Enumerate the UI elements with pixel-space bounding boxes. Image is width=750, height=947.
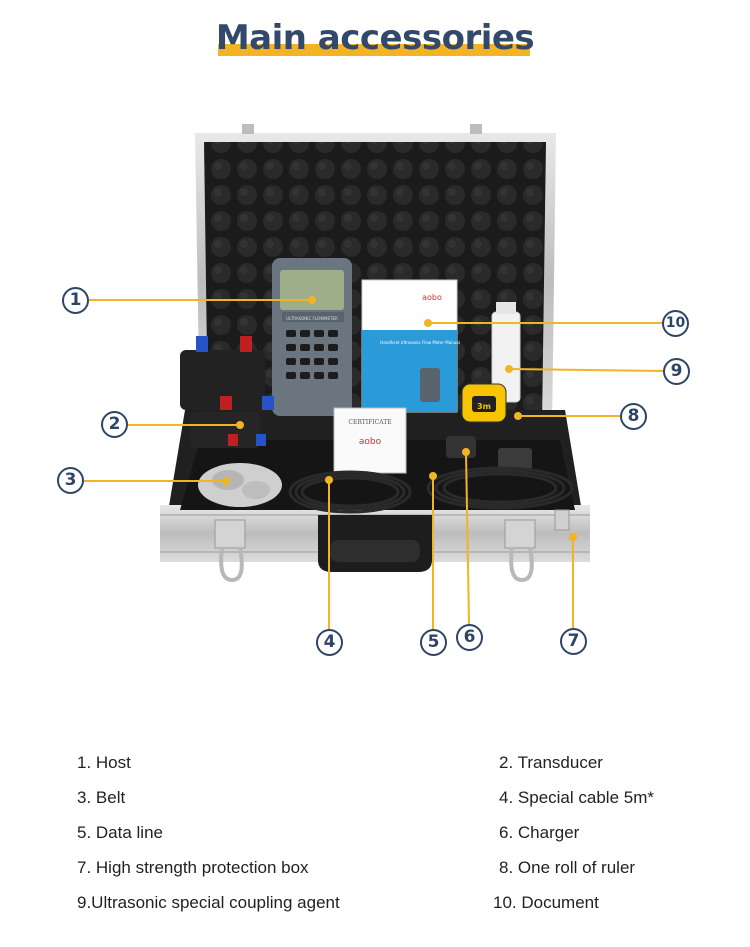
certificate-heading: CERTIFICATE <box>348 419 391 426</box>
legend-item-6: 6. Charger <box>499 823 580 842</box>
legend-item-8: 8. One roll of ruler <box>499 858 636 877</box>
transducers <box>180 336 274 448</box>
callout-6: 6 <box>456 624 483 651</box>
callout-4: 4 <box>316 629 343 656</box>
legend-item-5: 5. Data line <box>77 823 163 842</box>
page-title: Main accessories <box>215 18 535 58</box>
legend-item-2: 2. Transducer <box>499 753 603 772</box>
leader-lines <box>84 299 665 630</box>
manual-title: Handheld Ultrasonic Flow Meter Manual <box>380 340 460 345</box>
legend-item-1: 1. Host <box>77 753 131 772</box>
tape-label: 3m <box>477 402 491 411</box>
legend-item-7: 7. High strength protection box <box>77 858 309 877</box>
callout-8: 8 <box>620 403 647 430</box>
manual <box>361 279 458 413</box>
accessory-legend: 1. Host 2. Transducer 3. Belt 4. Special… <box>0 740 750 930</box>
case-base <box>160 410 590 583</box>
belt-bag <box>198 463 282 507</box>
manual-brand: aobo <box>422 293 442 302</box>
callout-2: 2 <box>101 411 128 438</box>
certificate <box>333 407 407 474</box>
legend-item-4: 4. Special cable 5m* <box>499 788 654 807</box>
legend-item-9: 9.Ultrasonic special coupling agent <box>77 893 340 912</box>
coupling-agent <box>491 302 521 403</box>
certificate-brand: aobo <box>359 437 382 447</box>
leader-dots <box>222 296 577 541</box>
flowmeter-host <box>272 258 352 416</box>
callout-7: 7 <box>560 628 587 655</box>
cables <box>288 466 574 514</box>
callout-1: 1 <box>62 287 89 314</box>
callout-9: 9 <box>663 358 690 385</box>
legend-item-10: 10. Document <box>493 893 599 912</box>
callout-3: 3 <box>57 467 84 494</box>
product-photo: ULTRASONIC FLOWMETER aobo Handheld Ultra… <box>84 124 665 630</box>
title-area: Main accessories <box>0 0 750 70</box>
host-label: ULTRASONIC FLOWMETER <box>286 316 338 321</box>
legend-item-3: 3. Belt <box>77 788 126 807</box>
tape-measure <box>461 383 507 423</box>
callout-5: 5 <box>420 629 447 656</box>
title-underline <box>218 44 530 56</box>
callout-10: 10 <box>662 310 689 337</box>
